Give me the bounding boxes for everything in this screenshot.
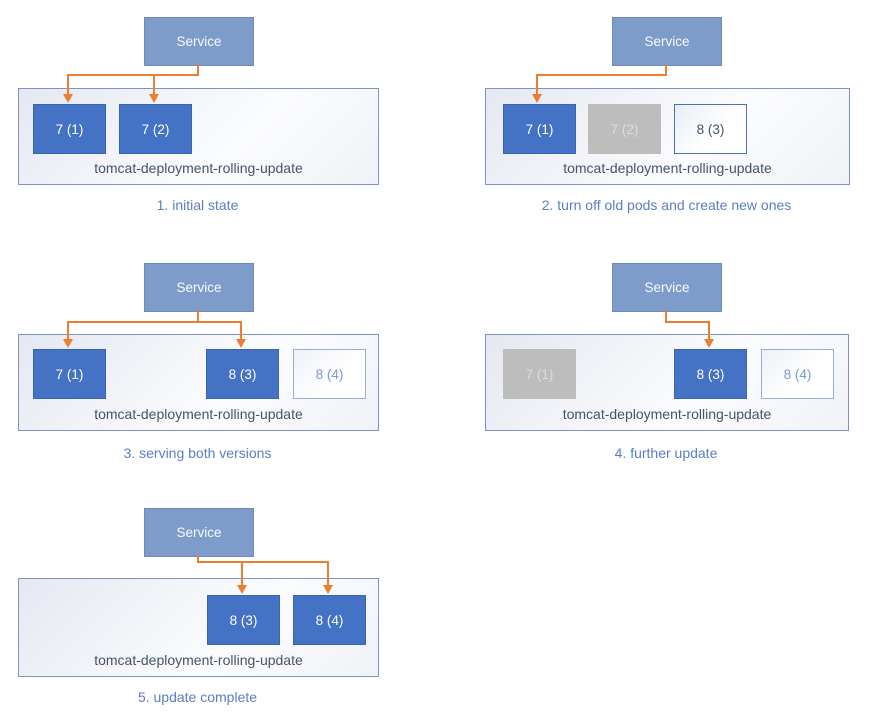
stage5-deployment-label: tomcat-deployment-rolling-update: [94, 652, 303, 668]
stage2-pod-7-1: 7 (1): [503, 104, 576, 154]
stage2-service-label: Service: [644, 34, 690, 49]
stage5-pod-8-3: 8 (3): [207, 595, 280, 645]
stage4-service-label: Service: [644, 280, 690, 295]
pod-label: 7 (1): [55, 366, 84, 382]
pod-label: 8 (3): [696, 121, 725, 137]
stage4-deployment-box: 7 (1) 8 (3) 8 (4) tomcat-deployment-roll…: [485, 334, 849, 431]
stage2-caption: 2. turn off old pods and create new ones: [541, 197, 792, 213]
pod-label: 8 (3): [228, 366, 257, 382]
stage4-pod-7-1: 7 (1): [503, 349, 576, 399]
pod-label: 7 (1): [525, 366, 554, 382]
stage1-pod-7-2: 7 (2): [119, 104, 192, 154]
stage3-deployment-box: 7 (1) 8 (3) 8 (4) tomcat-deployment-roll…: [18, 334, 379, 431]
stage3-pod-8-3: 8 (3): [206, 349, 279, 399]
stage3-service-box: Service: [144, 263, 254, 312]
stage1-service-label: Service: [176, 34, 222, 49]
stage3-pod-7-1: 7 (1): [33, 349, 106, 399]
stage2-service-box: Service: [612, 17, 722, 66]
stage4-pod-8-3: 8 (3): [674, 349, 747, 399]
stage4-caption: 4. further update: [614, 445, 718, 461]
stage1-service-box: Service: [144, 17, 254, 66]
stage2-deployment-label: tomcat-deployment-rolling-update: [563, 160, 772, 176]
stage5-service-box: Service: [144, 508, 254, 557]
stage4-pod-8-4: 8 (4): [761, 349, 834, 399]
pod-label: 8 (4): [315, 366, 344, 382]
pod-label: 7 (2): [610, 121, 639, 137]
stage2-pod-8-3: 8 (3): [674, 104, 747, 154]
stage5-caption: 5. update complete: [137, 689, 258, 705]
stage3-deployment-label: tomcat-deployment-rolling-update: [94, 406, 303, 422]
stage1-caption: 1. initial state: [156, 197, 239, 213]
pod-label: 8 (3): [229, 612, 258, 628]
stage5-deployment-box: 8 (3) 8 (4) tomcat-deployment-rolling-up…: [18, 578, 379, 677]
stage3-caption: 3. serving both versions: [123, 445, 272, 461]
stage5-pod-8-4: 8 (4): [293, 595, 366, 645]
stage5-service-label: Service: [176, 525, 222, 540]
pod-label: 7 (2): [141, 121, 170, 137]
pod-label: 8 (3): [696, 366, 725, 382]
stage4-service-box: Service: [612, 263, 722, 312]
stage2-deployment-box: 7 (1) 7 (2) 8 (3) tomcat-deployment-roll…: [485, 88, 850, 185]
pod-label: 7 (1): [55, 121, 84, 137]
stage1-deployment-box: 7 (1) 7 (2) tomcat-deployment-rolling-up…: [18, 88, 379, 185]
pod-label: 7 (1): [525, 121, 554, 137]
stage4-deployment-label: tomcat-deployment-rolling-update: [562, 406, 772, 422]
pod-label: 8 (4): [315, 612, 344, 628]
stage3-pod-8-4: 8 (4): [293, 349, 366, 399]
stage2-pod-7-2: 7 (2): [588, 104, 661, 154]
pod-label: 8 (4): [783, 366, 812, 382]
stage1-pod-7-1: 7 (1): [33, 104, 106, 154]
stage3-service-label: Service: [176, 280, 222, 295]
stage1-deployment-label: tomcat-deployment-rolling-update: [94, 160, 303, 176]
